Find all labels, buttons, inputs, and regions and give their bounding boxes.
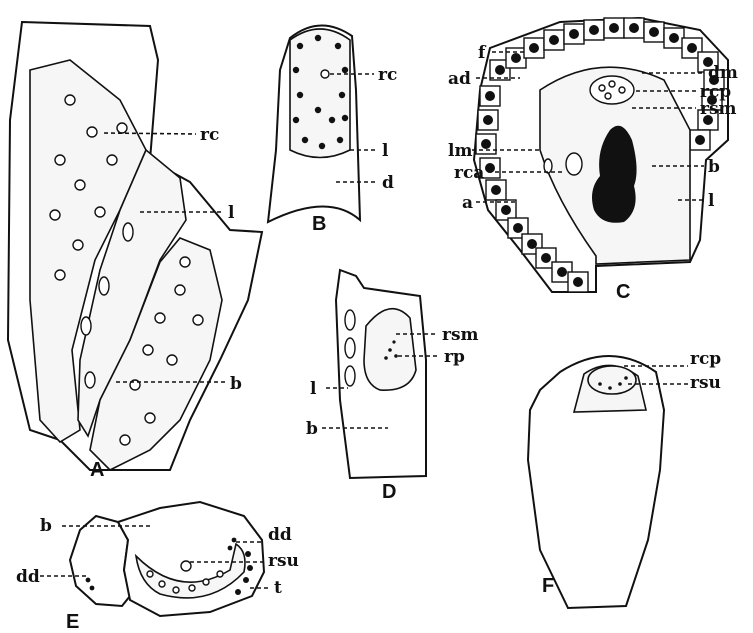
panel-c-label-ad: ad — [448, 69, 471, 89]
panel-f-letter: F — [542, 575, 554, 597]
panel-c-cell-nucleus — [569, 29, 579, 39]
panel-c-cell-nucleus — [529, 43, 539, 53]
panel-c-cell-nucleus — [491, 185, 501, 195]
panel-a-letter: A — [90, 459, 104, 481]
panel-c-cluster-rcp — [590, 76, 634, 104]
panel-c-label-dm: dm — [708, 63, 738, 83]
panel-c-cell-nucleus — [513, 223, 523, 233]
panel-e-label-t: t — [274, 578, 282, 598]
panel-c-cell-nucleus — [549, 35, 559, 45]
panel-c-cell-nucleus — [669, 33, 679, 43]
panel-e-label-dd-right: dd — [268, 525, 292, 545]
panel-c-cell-nucleus — [695, 135, 705, 145]
panel-b: rc l d B — [268, 25, 397, 235]
panel-c-cell-nucleus — [557, 267, 567, 277]
panel-c-cell-nucleus — [609, 23, 619, 33]
panel-c-label-a: a — [462, 193, 473, 213]
panel-c-cell-nucleus — [589, 25, 599, 35]
panel-a-label-l: l — [228, 203, 235, 223]
panel-d-label-b: b — [306, 419, 318, 439]
panel-c-cell-nucleus — [485, 91, 495, 101]
panel-e-label-dd-left: dd — [16, 567, 40, 587]
panel-d-label-rsm: rsm — [442, 325, 479, 345]
panel-b-letter: B — [312, 213, 326, 235]
panel-e-label-rsu: rsu — [268, 551, 299, 571]
panel-e-left-lobe — [70, 516, 130, 606]
panel-c-cell-nucleus — [495, 65, 505, 75]
panel-a-label-b: b — [230, 374, 242, 394]
panel-c-label-b: b — [708, 157, 720, 177]
panel-c-label-l: l — [708, 191, 715, 211]
panel-d: rsm rp l b D — [306, 270, 479, 503]
panel-f: rcp rsu F — [528, 349, 721, 608]
panel-b-label-rc: rc — [378, 65, 397, 85]
panel-c-cell-nucleus — [511, 53, 521, 63]
panel-e-letter: E — [66, 611, 79, 633]
panel-c-cell-nucleus — [483, 115, 493, 125]
panel-a: rc l b A — [8, 22, 262, 481]
panel-c: f ad dm rcp rsm lm rca b a l C — [448, 18, 738, 303]
panel-d-label-l: l — [310, 379, 317, 399]
panel-c-label-rsm: rsm — [700, 99, 737, 119]
panel-f-label-rsu: rsu — [690, 373, 721, 393]
panel-b-label-d: d — [382, 173, 394, 193]
panel-d-letter: D — [382, 481, 396, 503]
panel-c-cell-nucleus — [501, 205, 511, 215]
panel-c-cell-nucleus — [687, 43, 697, 53]
panel-e: b dd rsu dd t E — [16, 502, 299, 633]
panel-c-cell-nucleus — [541, 253, 551, 263]
panel-c-cell-nucleus — [629, 23, 639, 33]
panel-e-label-b: b — [40, 516, 52, 536]
panel-c-cell-nucleus — [649, 27, 659, 37]
panel-c-label-lm: lm — [448, 141, 472, 161]
panel-c-cell-nucleus — [481, 139, 491, 149]
panel-f-cell-rcp — [588, 366, 636, 394]
panel-c-cell-nucleus — [573, 277, 583, 287]
panel-a-label-rc: rc — [200, 125, 219, 145]
panel-c-letter: C — [616, 281, 630, 303]
panel-d-label-rp: rp — [444, 347, 465, 367]
panel-f-label-rcp: rcp — [690, 349, 721, 369]
panel-c-label-f: f — [478, 43, 487, 63]
panel-c-label-rca: rca — [454, 163, 484, 183]
panel-c-rca-nucleus — [566, 153, 582, 175]
panel-b-label-l: l — [382, 141, 389, 161]
